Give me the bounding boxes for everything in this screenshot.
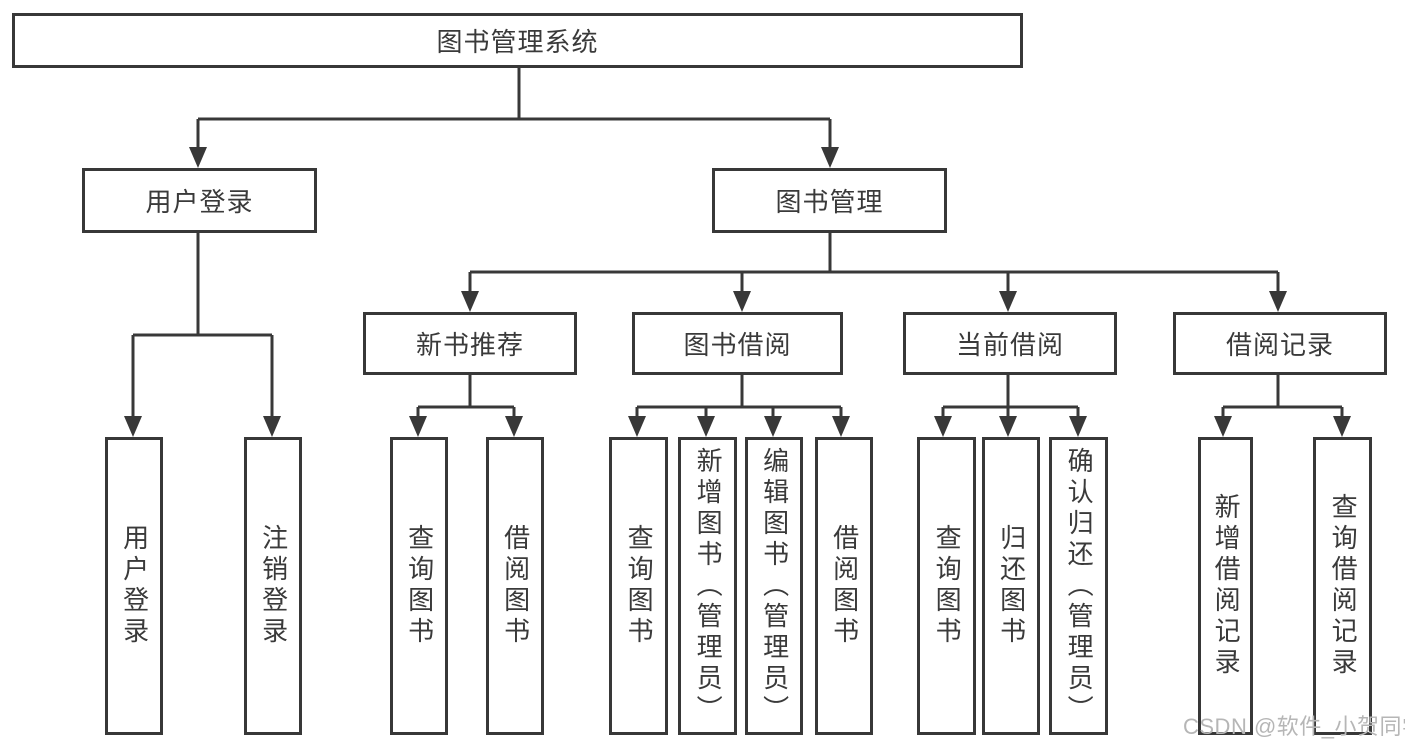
leaf-query-book-label: 查询图书 xyxy=(404,524,435,648)
arrowhead-down-icon xyxy=(263,416,281,437)
leaf-borrow-book-label: 借阅图书 xyxy=(500,524,531,648)
leaf-query-book-label: 查询图书 xyxy=(624,524,655,648)
leaf-edit-book-admin-label: 编辑图书（管理员） xyxy=(759,446,790,726)
leaf-add-book-admin-label: 新增图书（管理员） xyxy=(693,446,724,726)
arrowhead-down-icon xyxy=(832,416,850,437)
arrowhead-down-icon xyxy=(409,416,427,437)
leaf-query-book-under-borrowing: 查询图书 xyxy=(609,437,668,735)
arrowhead-down-icon xyxy=(1269,291,1287,312)
node-user-login-label: 用户登录 xyxy=(145,187,254,217)
leaf-logout-label: 注销登录 xyxy=(258,524,289,648)
leaf-query-borrow-record: 查询借阅记录 xyxy=(1313,437,1372,735)
node-borrowing-records: 借阅记录 xyxy=(1173,312,1387,375)
arrowhead-down-icon xyxy=(628,416,646,437)
leaf-add-borrow-record-label: 新增借阅记录 xyxy=(1211,493,1242,679)
arrowhead-down-icon xyxy=(999,291,1017,312)
arrowhead-down-icon xyxy=(1069,416,1087,437)
leaf-user-login-label: 用户登录 xyxy=(119,524,150,648)
connector-user-login-children xyxy=(124,233,281,437)
node-borrowing-records-label: 借阅记录 xyxy=(1225,330,1334,360)
leaf-add-borrow-record: 新增借阅记录 xyxy=(1198,437,1253,735)
arrowhead-down-icon xyxy=(461,291,479,312)
node-book-management-label: 图书管理 xyxy=(775,187,884,217)
connector-borrow-records-children xyxy=(1214,375,1351,437)
leaf-borrow-book-under-borrowing: 借阅图书 xyxy=(815,437,873,735)
arrowhead-down-icon xyxy=(1333,416,1351,437)
arrowhead-down-icon xyxy=(999,416,1017,437)
leaf-confirm-return-admin: 确认归还（管理员） xyxy=(1049,437,1108,735)
leaf-return-book-label: 归还图书 xyxy=(996,524,1027,648)
connector-new-book-rec-children xyxy=(409,375,523,437)
node-root: 图书管理系统 xyxy=(12,13,1023,68)
leaf-add-book-admin: 新增图书（管理员） xyxy=(678,437,737,735)
node-new-book-recommendation-label: 新书推荐 xyxy=(415,330,524,360)
leaf-query-book-under-current: 查询图书 xyxy=(917,437,976,735)
arrowhead-down-icon xyxy=(733,291,751,312)
node-new-book-recommendation: 新书推荐 xyxy=(363,312,577,375)
node-current-borrowing: 当前借阅 xyxy=(903,312,1117,375)
leaf-confirm-return-admin-label: 确认归还（管理员） xyxy=(1064,446,1095,726)
connector-root-to-level2 xyxy=(189,68,839,168)
arrowhead-down-icon xyxy=(505,416,523,437)
leaf-borrow-book-label: 借阅图书 xyxy=(829,524,860,648)
leaf-logout: 注销登录 xyxy=(244,437,302,735)
node-root-label: 图书管理系统 xyxy=(436,27,599,57)
arrowhead-down-icon xyxy=(124,416,142,437)
arrowhead-down-icon xyxy=(697,416,715,437)
node-book-borrowing: 图书借阅 xyxy=(632,312,843,375)
leaf-borrow-book-under-recommend: 借阅图书 xyxy=(486,437,544,735)
node-user-login: 用户登录 xyxy=(82,168,317,233)
connector-book-borrowing-children xyxy=(628,375,850,437)
leaf-return-book: 归还图书 xyxy=(982,437,1040,735)
arrowhead-down-icon xyxy=(1214,416,1232,437)
connector-current-borrowing-children xyxy=(934,375,1087,437)
arrowhead-down-icon xyxy=(821,147,839,168)
leaf-edit-book-admin: 编辑图书（管理员） xyxy=(745,437,803,735)
leaf-user-login: 用户登录 xyxy=(105,437,163,735)
leaf-query-book-label: 查询图书 xyxy=(932,524,963,648)
leaf-query-borrow-record-label: 查询借阅记录 xyxy=(1328,493,1359,679)
connector-book-management-children xyxy=(461,233,1287,312)
arrowhead-down-icon xyxy=(764,416,782,437)
node-book-borrowing-label: 图书借阅 xyxy=(683,330,792,360)
arrowhead-down-icon xyxy=(189,147,207,168)
node-book-management: 图书管理 xyxy=(712,168,947,233)
leaf-query-book-under-recommend: 查询图书 xyxy=(390,437,448,735)
node-current-borrowing-label: 当前借阅 xyxy=(955,330,1064,360)
arrowhead-down-icon xyxy=(934,416,952,437)
